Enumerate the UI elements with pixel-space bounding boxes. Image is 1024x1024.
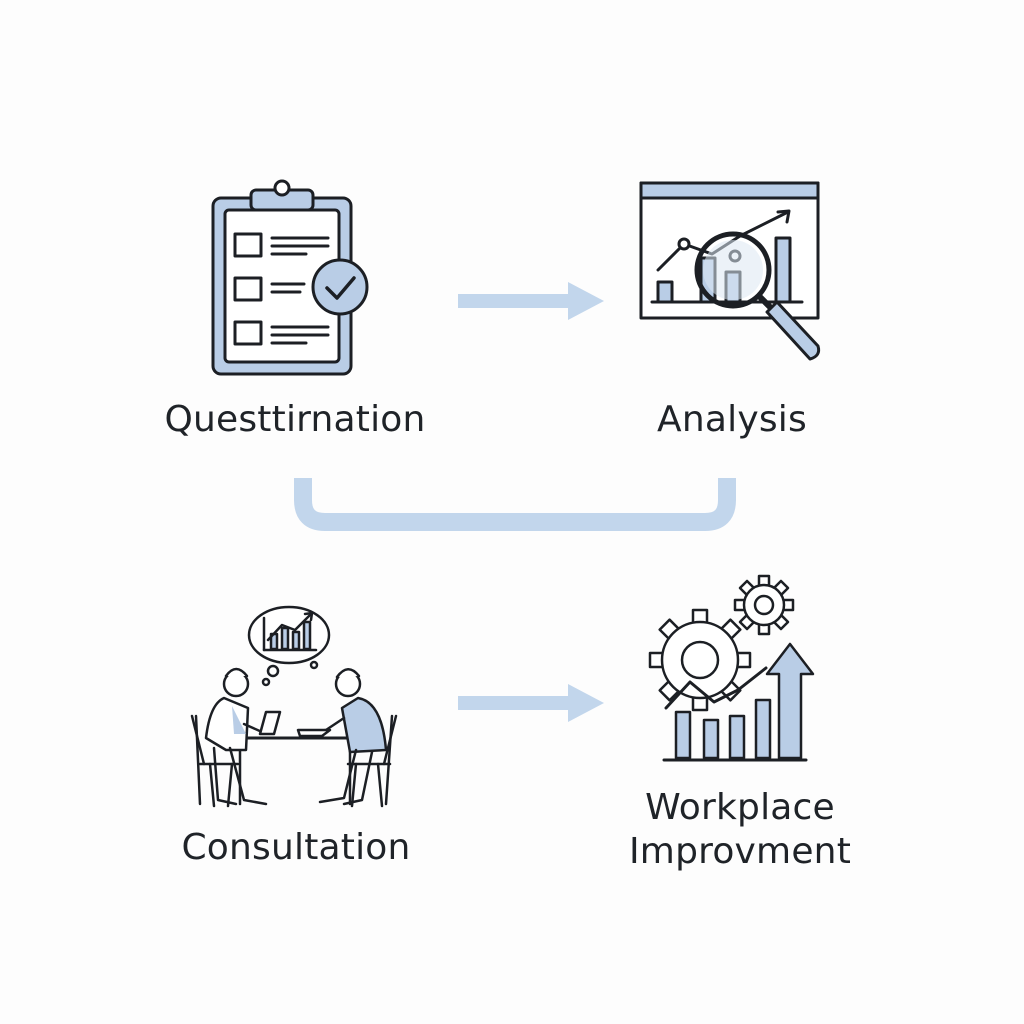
meeting-table-icon [190,605,398,808]
small-gear-icon [733,574,795,636]
step-label-improvement-line2: Improvment [628,831,852,872]
chart-magnifier-icon [639,181,821,361]
step-label-consultation: Consultation [181,827,411,868]
arrow-questionnaire-to-analysis [458,282,604,320]
step-label-questionnaire: Questtirnation [164,399,426,440]
step-label-improvement-line1: Workplace [645,787,835,828]
large-gear-icon [648,608,752,712]
step-label-improvement: Workplace Improvment [590,786,890,874]
clipboard-checklist-icon [211,179,369,376]
arrow-consultation-to-improvement [458,684,604,722]
gears-growth-chart-icon [648,574,815,762]
step-label-analysis: Analysis [657,399,807,440]
loop-connector [294,478,736,531]
